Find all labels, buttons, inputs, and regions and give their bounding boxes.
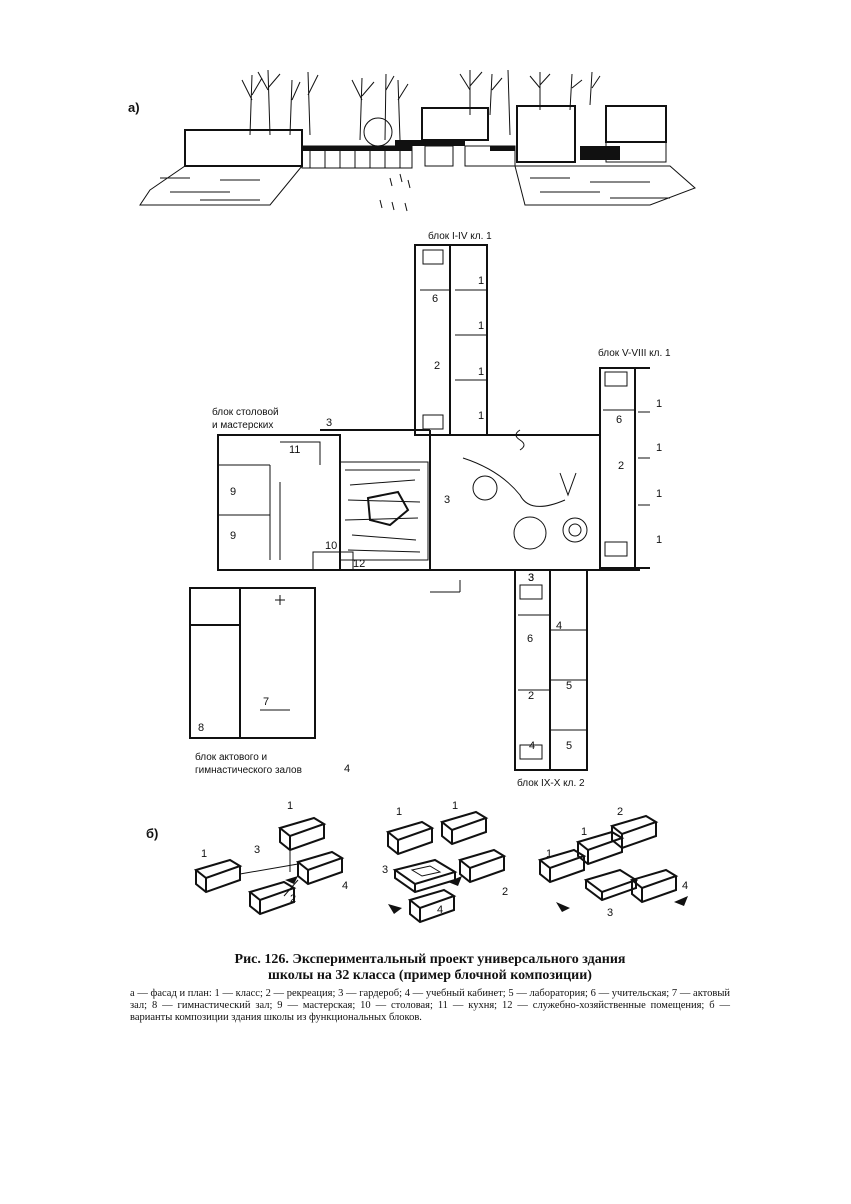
room-number: 7 [263,696,270,708]
part-b-label: б) [146,826,159,841]
caption-title-2: школы на 32 класса (пример блочной компо… [268,968,592,983]
variant-number: 2 [617,806,624,818]
composition-variants [193,810,688,924]
caption-legend: а — фасад и план: 1 — класс; 2 — рекреац… [130,988,730,1023]
room-number: 1 [656,398,663,410]
variant-number: 2 [502,886,509,898]
room-number: 1 [656,534,663,546]
room-number: 6 [527,633,534,645]
variant-number: 4 [682,880,689,892]
variant-2 [385,810,507,924]
room-number: 4 [529,740,536,752]
room-number: 4 [556,620,563,632]
room-number: 12 [353,558,366,570]
variant-number: 3 [607,907,614,919]
room-number: 5 [566,680,573,692]
block-hall-label-2: гимнастического залов [195,765,302,776]
room-number: 3 [528,572,535,584]
block-hall-number: 4 [344,763,351,775]
room-number: 5 [566,740,573,752]
winter-garden [339,461,429,561]
block-canteen-number: 3 [326,417,333,429]
room-number: 6 [616,414,623,426]
room-number: 1 [656,442,663,454]
room-number: 2 [528,690,535,702]
room-number: 9 [230,486,237,498]
block-canteen-label-1: блок столовой [212,407,279,418]
block-primary-label: блок I-IV кл. 1 [428,231,492,242]
block-canteen-outline [217,434,341,571]
figure-caption: Рис. 126. Экспериментальный проект униве… [130,952,730,1024]
caption-title-1: Рис. 126. Экспериментальный проект униве… [234,952,626,967]
variant-number: 1 [201,848,208,860]
room-number: 10 [325,540,338,552]
block-senior-label: блок IX-X кл. 2 [517,778,585,789]
block-middle-label: блок V-VIII кл. 1 [598,348,671,359]
variant-number: 1 [546,848,553,860]
variant-number: 4 [437,904,444,916]
variant-number: 1 [287,800,294,812]
trees [241,69,601,141]
room-number: 11 [289,444,301,456]
variant-number: 2 [290,893,297,905]
variant-number: 1 [396,806,403,818]
variant-number: 3 [254,844,261,856]
block-hall-label-1: блок актового и [195,752,268,763]
variant-3 [537,814,688,912]
room-number: 1 [478,366,485,378]
variant-number: 1 [452,800,459,812]
block-middle-outline [599,367,650,569]
variant-number: 4 [342,880,349,892]
variant-number: 3 [382,864,389,876]
room-number: 3 [444,494,451,506]
variant-number: 1 [581,826,588,838]
variant-1 [193,816,345,916]
room-number: 1 [478,320,485,332]
room-number: 1 [656,488,663,500]
block-canteen-label-2: и мастерских [212,420,274,431]
room-number: 3 [528,572,535,584]
part-a-label: а) [128,100,140,115]
room-number: 8 [198,722,205,734]
floor-plan [189,244,650,771]
room-number: 2 [434,360,441,372]
room-number: 9 [230,530,237,542]
facade-drawing [139,69,696,212]
block-hall-outline [189,587,316,739]
room-number: 1 [478,275,485,287]
room-number: 1 [478,410,485,422]
room-number: 6 [432,293,439,305]
room-number: 2 [618,460,625,472]
